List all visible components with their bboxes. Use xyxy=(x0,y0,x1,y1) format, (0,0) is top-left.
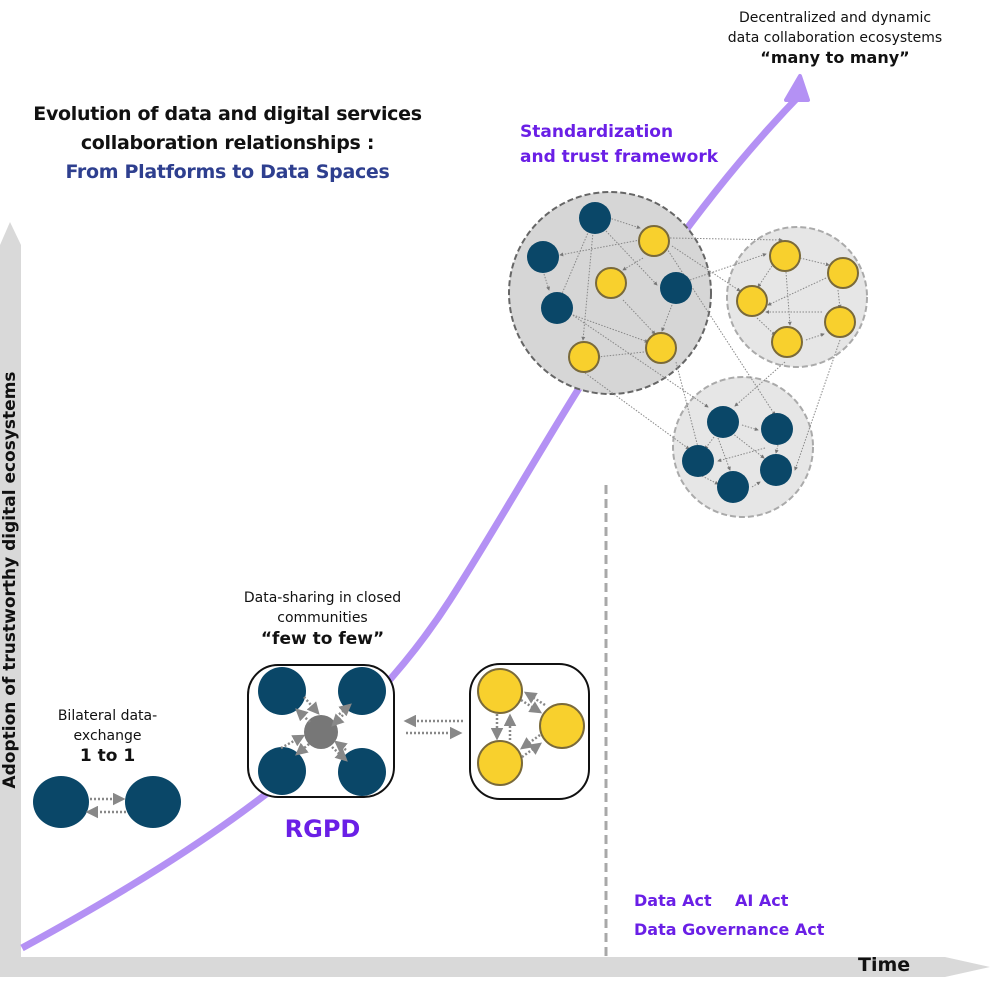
node-navy xyxy=(541,292,573,324)
node-navy xyxy=(717,471,749,503)
ecosystem-network xyxy=(508,191,868,518)
platform-community-diagram xyxy=(247,664,395,798)
node-navy xyxy=(258,747,306,795)
ai-act-label: AI Act xyxy=(735,891,789,910)
y-axis-label: Adoption of trustworthy digital ecosyste… xyxy=(0,371,20,789)
node-yellow xyxy=(827,257,859,289)
adoption-curve-arrowhead xyxy=(784,74,810,102)
bilateral-description: Bilateral data-exchange xyxy=(57,708,158,744)
hub-node xyxy=(304,715,338,749)
closed-communities-model: “few to few” xyxy=(260,629,385,649)
ecosystems-model: “many to many” xyxy=(760,48,910,67)
node-navy xyxy=(660,272,692,304)
node-navy xyxy=(761,413,793,445)
page-title: Evolution of data and digital services c… xyxy=(0,100,455,187)
node-yellow xyxy=(595,267,627,299)
x-axis-arrow xyxy=(0,957,990,977)
framework-line-1: Standardization xyxy=(520,122,674,142)
bilateral-exchange-diagram xyxy=(33,776,181,828)
node-navy xyxy=(33,776,89,828)
data-act-label: Data Act xyxy=(634,891,712,910)
y-axis-arrow xyxy=(0,222,21,960)
node-navy xyxy=(579,202,611,234)
node-yellow xyxy=(477,740,523,786)
title-subtitle: From Platforms to Data Spaces xyxy=(65,161,390,183)
node-navy xyxy=(760,454,792,486)
node-navy xyxy=(125,776,181,828)
ecosystems-description-2: data collaboration ecosystems xyxy=(727,30,943,46)
node-yellow xyxy=(539,703,585,749)
dga-label: Data Governance Act xyxy=(634,920,825,939)
x-axis-label: Time xyxy=(858,954,911,976)
node-yellow xyxy=(638,225,670,257)
bilateral-model: 1 to 1 xyxy=(79,746,136,766)
closed-communities-description: Data-sharing in closed communities xyxy=(243,590,402,626)
closed-communities-note: Data-sharing in closed communities “few … xyxy=(205,588,440,649)
framework-label: Standardization and trust framework xyxy=(520,120,718,170)
node-navy xyxy=(338,748,386,796)
node-navy xyxy=(682,445,714,477)
title-line-2: collaboration relationships : xyxy=(80,132,375,154)
node-navy xyxy=(707,406,739,438)
peer-community-diagram xyxy=(469,663,590,800)
title-line-1: Evolution of data and digital services xyxy=(33,103,422,125)
rgpd-label: RGPD xyxy=(284,815,361,843)
framework-line-2: and trust framework xyxy=(520,147,719,167)
node-yellow xyxy=(771,326,803,358)
inter-community-arrows xyxy=(403,714,463,740)
node-navy xyxy=(338,667,386,715)
node-yellow xyxy=(568,341,600,373)
node-yellow xyxy=(477,668,523,714)
node-yellow xyxy=(769,240,801,272)
node-yellow xyxy=(824,306,856,338)
node-yellow xyxy=(645,332,677,364)
ecosystems-note: Decentralized and dynamic data collabora… xyxy=(715,8,955,68)
node-navy xyxy=(527,241,559,273)
node-yellow xyxy=(736,285,768,317)
node-navy xyxy=(258,667,306,715)
bilateral-note: Bilateral data-exchange 1 to 1 xyxy=(40,706,175,766)
ecosystems-description-1: Decentralized and dynamic xyxy=(738,10,932,26)
